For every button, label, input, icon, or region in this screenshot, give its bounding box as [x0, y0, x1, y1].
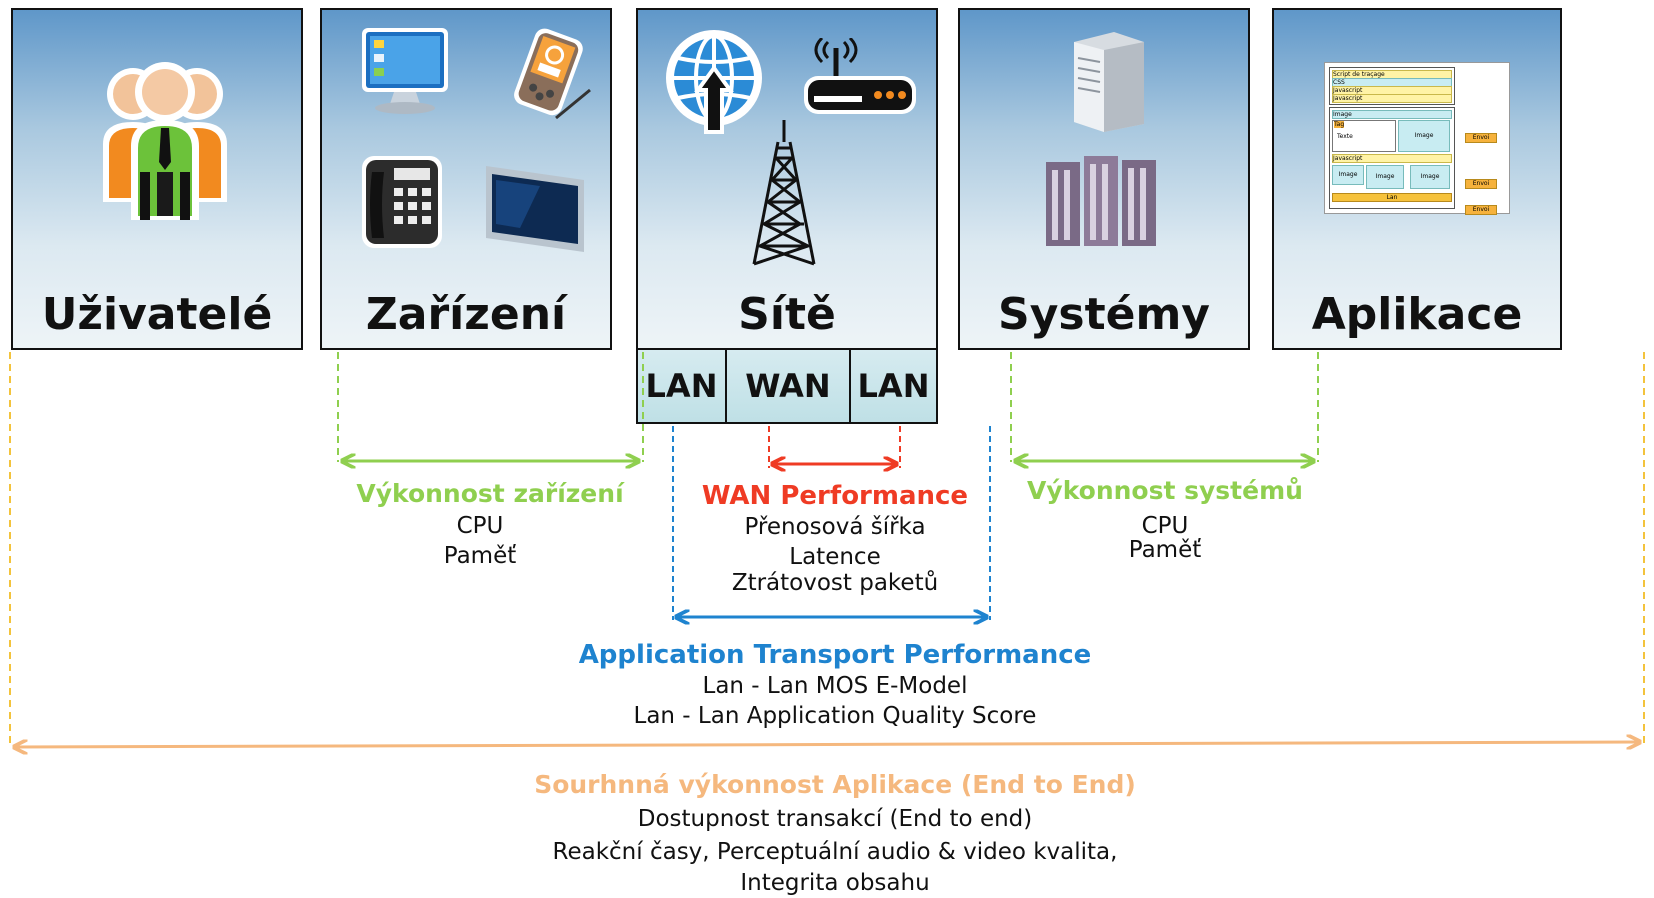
e2e-arrow [14, 742, 1640, 747]
network-segment-wan: WAN [725, 350, 851, 424]
e2e-metric: Reakční časy, Perceptuální audio & video… [552, 839, 1118, 865]
device-metric: Paměť [443, 543, 517, 569]
server-rack-icon [1046, 156, 1156, 246]
send-box: Envoi [1465, 205, 1497, 215]
system-performance-title: Výkonnost systémů [1027, 476, 1303, 505]
e2e-metric: Dostupnost transakcí (End to end) [637, 806, 1033, 832]
pda-icon [514, 28, 591, 120]
script-row: Javascript [1332, 94, 1452, 103]
column-applications: Script de traçage CSS Javascript Javascr… [1272, 8, 1562, 350]
e2e-metric: Integrita obsahu [740, 870, 930, 896]
tag-label: Tag [1334, 121, 1345, 128]
tv-icon [486, 166, 584, 252]
lan-row: Lan [1332, 193, 1452, 202]
column-label-systems: Systémy [998, 289, 1210, 340]
column-users: Uživatelé [11, 8, 303, 350]
wan-metric: Přenosová šířka [744, 514, 926, 540]
wan-metric: Latence [789, 544, 881, 570]
phone-icon [362, 156, 442, 248]
column-devices: Zařízení [320, 8, 612, 350]
antenna-tower-icon [752, 120, 816, 266]
wan-performance-title: WAN Performance [701, 481, 969, 511]
transport-performance-title: Application Transport Performance [578, 640, 1092, 670]
e2e-performance-title: Sourhnná výkonnost Aplikace (End to End) [534, 770, 1136, 799]
script-block: Script de traçage CSS Javascript Javascr… [1329, 67, 1455, 105]
server-icon [1074, 32, 1144, 132]
column-label-applications: Aplikace [1311, 289, 1523, 340]
webpage-mockup-icon: Script de traçage CSS Javascript Javascr… [1324, 62, 1510, 215]
column-label-devices: Zařízení [365, 289, 567, 340]
users-icon [103, 62, 227, 220]
system-metric: CPU [1141, 513, 1189, 539]
image-box: Image [1410, 165, 1450, 189]
network-segment-lan-left: LAN [636, 350, 727, 424]
image-header: Image [1332, 110, 1452, 119]
device-metric: CPU [456, 513, 504, 539]
monitor-icon [362, 28, 448, 114]
transport-metric: Lan - Lan MOS E-Model [702, 673, 968, 699]
send-box: Envoi [1465, 179, 1497, 189]
device-performance-title: Výkonnost zařízení [356, 479, 624, 508]
image-box: Image [1332, 165, 1364, 185]
globe-upload-icon [666, 30, 762, 134]
column-label-users: Uživatelé [41, 289, 273, 340]
column-networks: Sítě [636, 8, 938, 350]
image-box: Image [1398, 120, 1450, 152]
send-box: Envoi [1465, 133, 1497, 143]
image-box: Image [1366, 165, 1404, 189]
column-systems: Systémy [958, 8, 1250, 350]
system-metric: Paměť [1128, 537, 1202, 563]
transport-metric: Lan - Lan Application Quality Score [633, 703, 1037, 729]
text-label: Texte [1337, 133, 1353, 140]
wan-metric: Ztrátovost paketů [731, 570, 939, 596]
javascript-row: Javascript [1332, 154, 1452, 163]
router-icon [804, 38, 916, 114]
network-segment-lan-right: LAN [849, 350, 938, 424]
text-box: Tag Texte [1332, 120, 1396, 152]
column-label-networks: Sítě [738, 289, 836, 340]
content-block: Image Tag Texte Image Javascript Image I… [1329, 107, 1455, 209]
